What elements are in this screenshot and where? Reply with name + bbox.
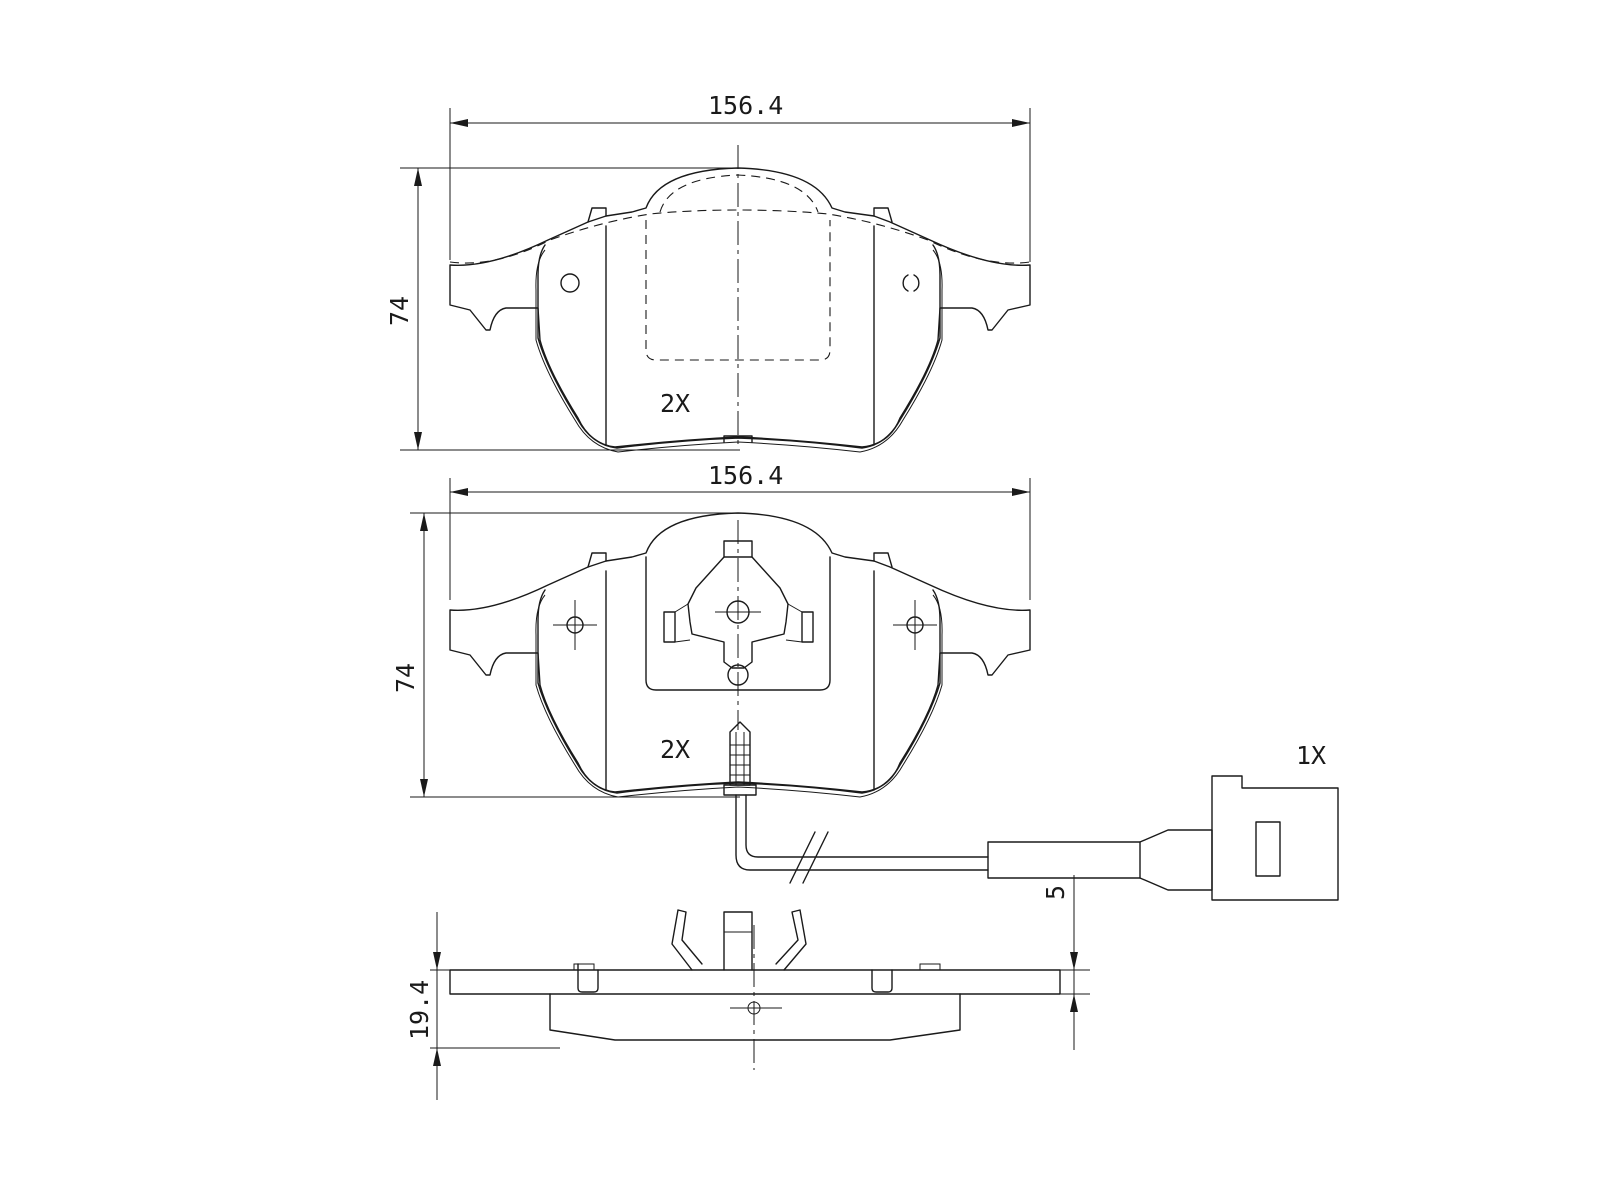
middle-face-view: 156.4 74 [391, 461, 1031, 798]
top-width-dimension: 156.4 [708, 91, 783, 120]
top-quantity-label: 2X [660, 389, 690, 418]
middle-height-dimension: 74 [391, 663, 420, 693]
top-face-view: 156.4 74 2X [385, 91, 1031, 453]
side-thickness-dimension: 19.4 [405, 980, 434, 1040]
top-height-dimension: 74 [385, 296, 414, 326]
side-view: 19.4 5 [405, 875, 1090, 1100]
wear-sensor-cable: 1X [735, 741, 1339, 901]
middle-quantity-label: 2X [660, 735, 690, 764]
middle-width-dimension: 156.4 [708, 461, 783, 490]
wear-sensor-probe [723, 721, 757, 796]
sensor-quantity-label: 1X [1296, 741, 1326, 770]
side-backing-dimension: 5 [1041, 885, 1070, 900]
